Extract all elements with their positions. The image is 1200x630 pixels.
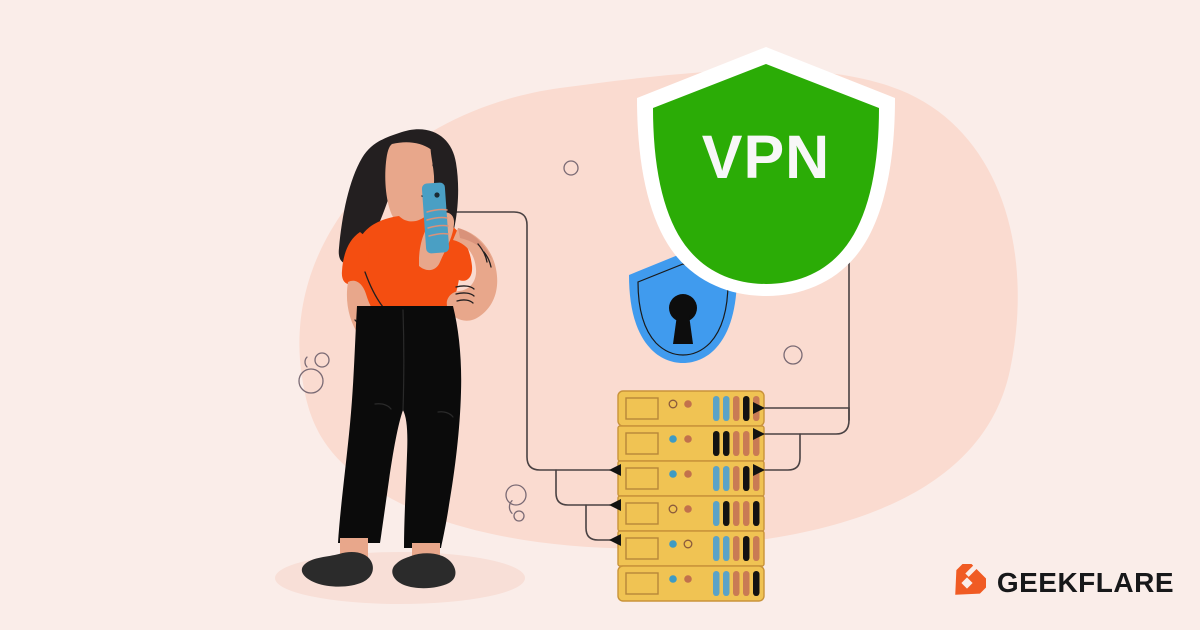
server-connectors [609, 402, 765, 546]
small-arc-bottom [508, 500, 513, 514]
server-activity-bar [713, 536, 720, 561]
server-activity-bar [723, 501, 730, 526]
server-status-dot [669, 575, 677, 583]
server-activity-bar [733, 396, 740, 421]
server-status-dot [683, 539, 693, 549]
server-unit-screen [625, 397, 659, 420]
server-units-group [617, 390, 765, 602]
server-unit-screen [625, 572, 659, 595]
server-status-dot [668, 399, 678, 409]
connector-right-u1 [753, 402, 765, 414]
server-activity-bar [733, 571, 740, 596]
server-activity-bar [743, 571, 750, 596]
server-activity-bar [733, 501, 740, 526]
cable-phone-to-server [450, 211, 611, 471]
connector-left-u3 [609, 464, 621, 476]
shoe-left [301, 552, 373, 587]
server-unit-2[interactable] [617, 425, 765, 462]
decor-circle-1 [563, 160, 579, 176]
server-activity-bar [753, 536, 760, 561]
connector-left-u4 [609, 499, 621, 511]
hand-fingers-phone [426, 208, 449, 237]
server-status-dot [684, 575, 692, 583]
decor-circles-group [298, 160, 803, 522]
hand-on-hip [455, 285, 475, 304]
server-activity-bar [753, 501, 760, 526]
vpn-shield-label: VPN [702, 123, 830, 191]
server-unit-screen [625, 432, 659, 455]
decor-circle-5 [505, 484, 527, 506]
server-activity-bar [753, 571, 760, 596]
server-activity-bar [743, 431, 750, 456]
server-activity-bar [743, 501, 750, 526]
keyhole-circle [669, 294, 697, 322]
cable-branch-row5 [585, 504, 613, 541]
server-activity-bar [743, 396, 750, 421]
cable-branch-row4 [555, 469, 611, 506]
decor-circle-2 [783, 345, 803, 365]
server-activity-bar [723, 536, 730, 561]
connector-left-u5 [609, 534, 621, 546]
decor-circle-6 [513, 510, 525, 522]
server-activity-bar [713, 396, 720, 421]
pants [338, 306, 462, 548]
arm-detail-lines [354, 243, 492, 328]
decor-circle-3 [314, 352, 330, 368]
server-status-dot [684, 505, 692, 513]
connector-right-u3 [753, 464, 765, 476]
server-activity-bar [743, 536, 750, 561]
server-unit-screen [625, 467, 659, 490]
shoe-right [392, 553, 456, 589]
geekflare-logo-mark [955, 564, 986, 595]
server-unit-5[interactable] [617, 530, 765, 567]
connector-right-u2 [753, 428, 765, 440]
server-activity-bar [723, 431, 730, 456]
server-activity-bar [713, 466, 720, 491]
server-activity-bar [743, 466, 750, 491]
server-activity-bar [733, 431, 740, 456]
server-unit-screen [625, 537, 659, 560]
server-status-dot [668, 504, 678, 514]
cable-right-row3 [761, 433, 801, 471]
server-activity-bar [733, 466, 740, 491]
brand-logo[interactable]: GEEKFLARE [948, 564, 1174, 602]
server-activity-bar [713, 501, 720, 526]
server-unit-screen [625, 502, 659, 525]
arm-right-akimbo [446, 228, 498, 321]
server-activity-bar [733, 536, 740, 561]
server-status-dot [669, 470, 677, 478]
arm-right-shade [458, 228, 492, 260]
cable-right-row1 [761, 407, 850, 421]
lock-shield-inner-line [637, 263, 729, 356]
server-activity-bar [713, 571, 720, 596]
pants-detail-lines [374, 309, 454, 418]
server-unit-4[interactable] [617, 495, 765, 532]
keyhole-stem [673, 315, 693, 344]
server-status-dot [684, 470, 692, 478]
server-status-dot [684, 435, 692, 443]
phone-camera-dot [434, 192, 440, 198]
server-status-dot [684, 400, 692, 408]
shirt-sleeve-left [341, 232, 370, 285]
shirt-sleeve-right [444, 224, 473, 281]
brand-name: GEEKFLARE [996, 567, 1174, 598]
decor-arcs-group [304, 356, 513, 514]
server-activity-bar [723, 571, 730, 596]
vpn-shield-body [653, 64, 879, 284]
decor-circle-4 [298, 368, 324, 394]
server-status-dot [669, 435, 677, 443]
server-unit-6[interactable] [617, 565, 765, 602]
server-activity-bar [723, 466, 730, 491]
server-activity-bar [723, 396, 730, 421]
small-arc-left [304, 356, 308, 368]
server-unit-1[interactable] [617, 390, 765, 427]
server-status-dot [669, 540, 677, 548]
server-activity-bar [713, 431, 720, 456]
